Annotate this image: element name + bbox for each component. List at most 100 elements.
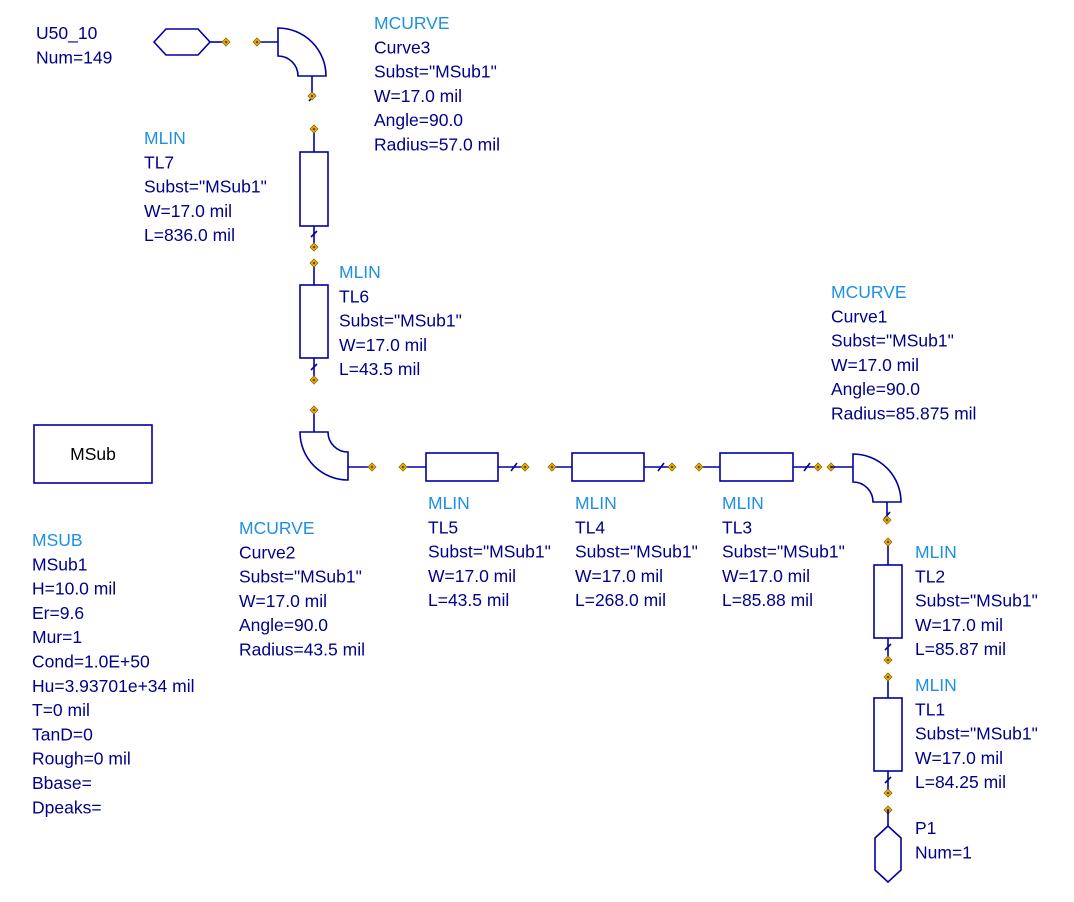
pin-dot	[885, 518, 889, 522]
tl1-line-pin-top[interactable]	[883, 672, 893, 682]
tl2-line-pin-bottom[interactable]	[883, 655, 893, 665]
curve1-type-label: MCURVE	[831, 282, 907, 302]
curve1-param: Subst="MSub1"	[831, 331, 954, 351]
pin-marker	[657, 462, 665, 472]
tl5-line-pin-left[interactable]	[398, 462, 408, 472]
msub1-param: TanD=0	[32, 724, 93, 744]
tl2-param: L=85.87 mil	[915, 639, 1006, 659]
msub-box[interactable]: MSub	[33, 424, 153, 484]
tl3-param: Subst="MSub1"	[722, 542, 845, 562]
curve2-instance-name: Curve2	[239, 542, 295, 562]
curve3-param: Radius=57.0 mil	[374, 135, 500, 155]
tl7-line-pin-top[interactable]	[309, 124, 319, 134]
tl6-line[interactable]	[299, 263, 329, 380]
pin-dot	[310, 94, 314, 98]
bend-body	[852, 453, 902, 503]
pin-marker	[803, 462, 811, 472]
port-p1[interactable]	[874, 824, 902, 884]
pin-marker	[884, 643, 892, 651]
pin-dot	[886, 791, 890, 795]
msub1-param: H=10.0 mil	[32, 579, 116, 599]
tl1-param: W=17.0 mil	[915, 748, 1003, 768]
pin-dot	[670, 465, 674, 469]
line-body	[299, 284, 329, 359]
curve2-pin-top[interactable]	[309, 405, 319, 415]
tl4-line-pin-left[interactable]	[547, 462, 557, 472]
pin-dot	[886, 540, 890, 544]
msub1-param: Mur=1	[32, 627, 82, 647]
tl2-line-pin-top[interactable]	[883, 537, 893, 547]
pin-marker	[310, 230, 318, 238]
pin-dot	[312, 127, 316, 131]
msub1-param: Bbase=	[32, 773, 92, 793]
labels-layer: U50_10Num=149MCURVECurve3Subst="MSub1"W=…	[32, 13, 1038, 862]
curve2-pin-right[interactable]	[367, 462, 377, 472]
line-body	[873, 564, 903, 639]
tl7-line-pin-bottom[interactable]	[309, 242, 319, 252]
bend-body	[277, 27, 327, 77]
tl4-line[interactable]	[552, 452, 672, 482]
curve1-param: W=17.0 mil	[831, 355, 919, 375]
tl2-param: Subst="MSub1"	[915, 591, 1038, 611]
msub1-param: Cond=1.0E+50	[32, 652, 150, 672]
curve1-pin-bottom[interactable]	[882, 515, 892, 525]
tl7-param: W=17.0 mil	[144, 201, 232, 221]
line-body	[571, 452, 645, 482]
curve3-param: Angle=90.0	[374, 110, 463, 130]
tl5-line[interactable]	[403, 452, 525, 482]
tl7-line[interactable]	[299, 129, 329, 247]
curve2-bend[interactable]	[299, 410, 372, 481]
tl6-line-pin-bottom[interactable]	[309, 375, 319, 385]
tl4-param: Subst="MSub1"	[575, 542, 698, 562]
tl6-line-pin-top[interactable]	[309, 258, 319, 268]
pin-dot	[312, 245, 316, 249]
msub1-instance-name: MSub1	[32, 554, 87, 574]
curve3-type-label: MCURVE	[374, 13, 450, 33]
curve2-param: W=17.0 mil	[239, 591, 327, 611]
curve1-bend[interactable]	[831, 453, 902, 520]
pin-dot	[312, 378, 316, 382]
tl4-param: L=268.0 mil	[575, 590, 666, 610]
tl4-type-label: MLIN	[575, 493, 617, 513]
tl1-line-pin-bottom[interactable]	[883, 788, 893, 798]
tl3-line[interactable]	[699, 452, 818, 482]
p1-instance-name: P1	[915, 818, 936, 838]
curve3-pin-bottom[interactable]	[307, 91, 317, 101]
tl2-line[interactable]	[873, 542, 903, 660]
curve3-pin-left[interactable]	[252, 37, 262, 47]
port-u50-10[interactable]	[152, 28, 212, 56]
tl3-instance-name: TL3	[722, 517, 752, 537]
curve3-bend[interactable]	[257, 27, 327, 102]
tl4-line-pin-right[interactable]	[667, 462, 677, 472]
tl5-line-pin-right[interactable]	[520, 462, 530, 472]
curve2-type-label: MCURVE	[239, 518, 315, 538]
bend-body	[299, 431, 349, 481]
tl7-instance-name: TL7	[144, 152, 174, 172]
pin-dot	[224, 40, 228, 44]
symbols-layer: MSub	[33, 27, 903, 884]
tl7-type-label: MLIN	[144, 128, 186, 148]
tl5-instance-name: TL5	[428, 517, 458, 537]
tl3-line-pin-left[interactable]	[694, 462, 704, 472]
tl1-line[interactable]	[873, 677, 903, 793]
line-body	[299, 151, 329, 227]
tl6-param: W=17.0 mil	[339, 335, 427, 355]
curve3-param: Subst="MSub1"	[374, 62, 497, 82]
pin-dot	[523, 465, 527, 469]
tl7-param: Subst="MSub1"	[144, 177, 267, 197]
tl6-type-label: MLIN	[339, 262, 381, 282]
pin-dot	[816, 465, 820, 469]
port-u50-10-pin[interactable]	[221, 37, 231, 47]
pin-marker	[884, 776, 892, 784]
msub1-param: Dpeaks=	[32, 797, 102, 817]
msub1-param: Er=9.6	[32, 603, 84, 623]
u50_10-param: Num=149	[36, 47, 112, 67]
tl1-type-label: MLIN	[915, 675, 957, 695]
tl6-param: Subst="MSub1"	[339, 311, 462, 331]
tl3-line-pin-right[interactable]	[813, 462, 823, 472]
curve3-param: W=17.0 mil	[374, 86, 462, 106]
line-body	[873, 697, 903, 772]
pin-marker	[310, 363, 318, 371]
msub1-param: Hu=3.93701e+34 mil	[32, 676, 194, 696]
